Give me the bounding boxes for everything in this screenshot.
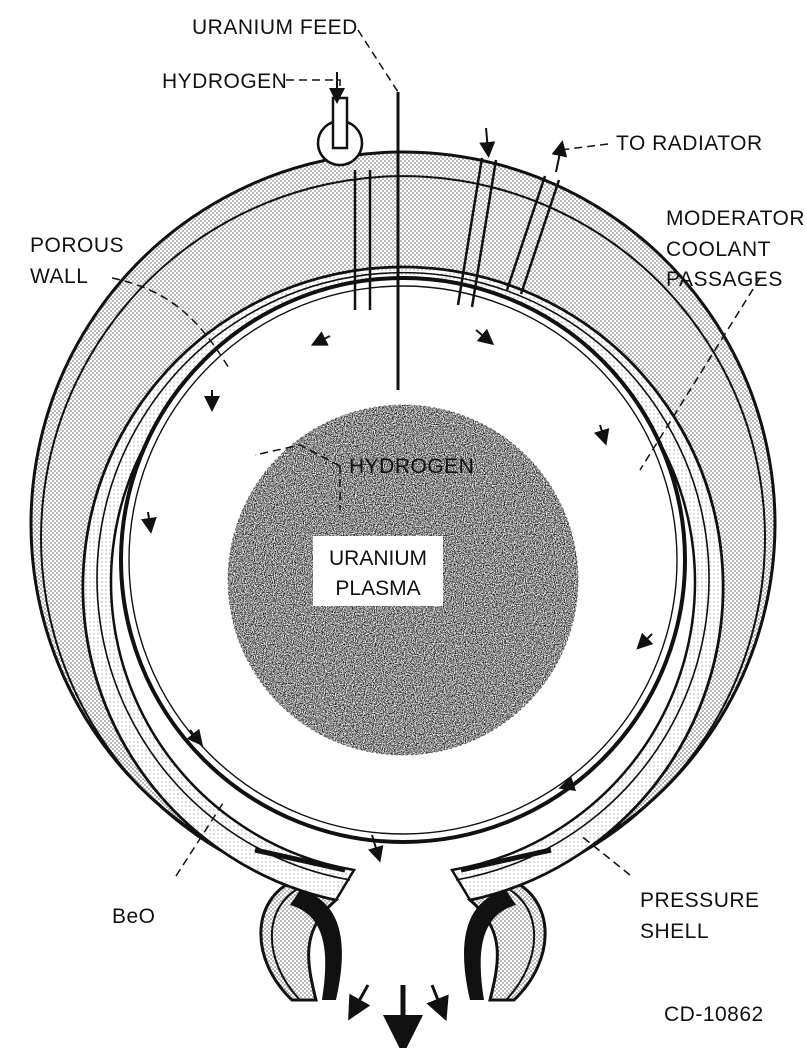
label-porous-1: POROUS — [30, 234, 124, 258]
label-moderator-1: MODERATOR — [666, 207, 805, 231]
label-moderator-2: COOLANT — [666, 238, 771, 262]
label-pressure-2: SHELL — [640, 920, 709, 944]
leader-uranium-feed — [358, 30, 398, 92]
label-hydrogen-lower: HYDROGEN — [349, 455, 474, 479]
label-beo: BeO — [112, 905, 156, 929]
hydrogen-inlet-tube — [333, 98, 347, 148]
label-uranium-feed: URANIUM FEED — [192, 16, 358, 40]
label-to-radiator: TO RADIATOR — [616, 132, 763, 156]
leader-radiator — [560, 144, 608, 150]
flow-arrow — [556, 148, 561, 172]
label-pressure-1: PRESSURE — [640, 889, 760, 913]
flow-arrow — [486, 128, 488, 150]
exhaust-arrow-right — [432, 985, 442, 1010]
exhaust-arrow-left — [354, 985, 368, 1010]
label-porous-2: WALL — [30, 265, 88, 289]
leader-pressure — [580, 835, 630, 875]
figure-id: CD-10862 — [664, 1003, 764, 1027]
leader-hydrogen — [286, 80, 340, 98]
label-uranium-plasma: URANIUM PLASMA — [313, 536, 443, 606]
label-plasma-line1: URANIUM — [313, 544, 443, 574]
label-hydrogen-inlet: HYDROGEN — [162, 70, 287, 94]
label-moderator-3: PASSAGES — [666, 268, 783, 292]
label-plasma-line2: PLASMA — [313, 574, 443, 604]
